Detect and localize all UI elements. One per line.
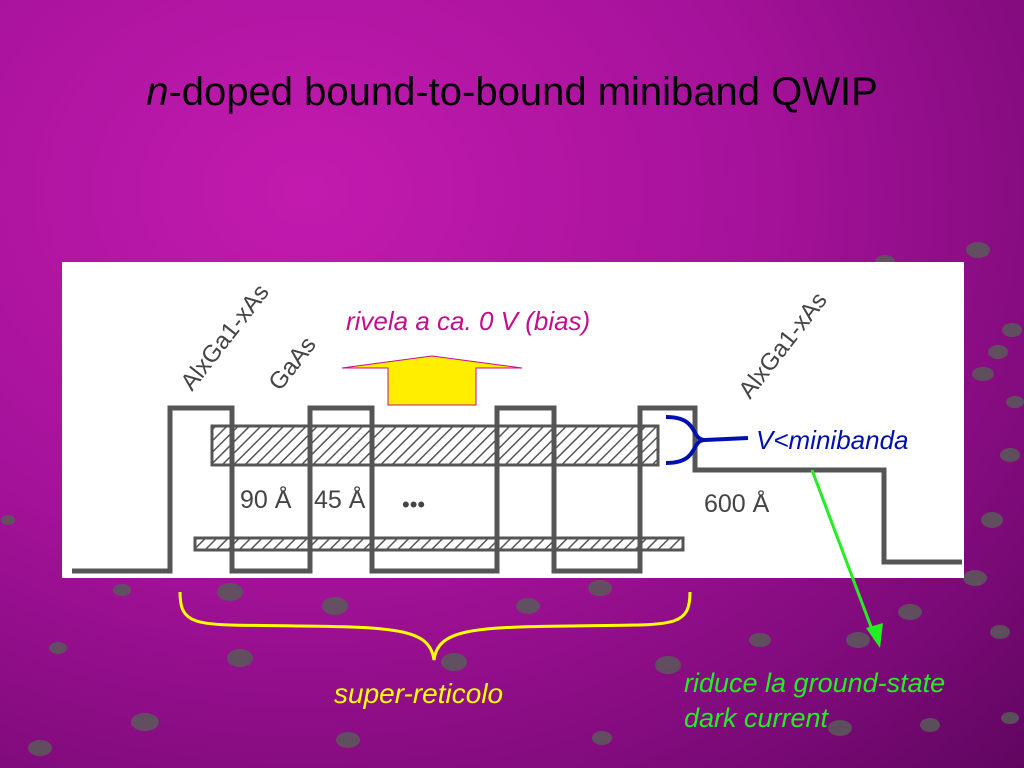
up-arrow-icon: [341, 355, 523, 406]
miniband-brace: [665, 415, 749, 465]
width-600-label: 600 Å: [704, 488, 770, 518]
width-45-label: 45 Å: [314, 484, 366, 514]
dark-current-line-2: dark current: [684, 703, 829, 733]
dark-current-line-1: riduce la ground-state: [684, 668, 946, 698]
upper-miniband: [210, 424, 660, 467]
superlattice-annotation: super-reticolo: [334, 678, 504, 709]
dark-current-arrowhead-icon: [866, 623, 883, 648]
band-diagram: 90 Å 45 Å ••• 600 Å AlxGa1-xAs GaAs AlxG…: [72, 279, 962, 574]
bias-annotation: rivela a ca. 0 V (bias): [346, 306, 591, 336]
miniband-annotation: V<minibanda: [756, 425, 909, 455]
width-90-label: 90 Å: [240, 484, 292, 514]
band-diagram-panel: 90 Å 45 Å ••• 600 Å AlxGa1-xAs GaAs AlxG…: [62, 262, 964, 578]
dark-current-annotation: riduce la ground-state dark current: [684, 666, 945, 736]
dark-current-arrow: [810, 469, 878, 641]
lower-miniband: [193, 536, 685, 552]
superlattice-brace: [178, 591, 692, 661]
ellipsis-label: •••: [402, 492, 425, 517]
slide-title: n-doped bound-to-bound miniband QWIP: [146, 70, 878, 114]
